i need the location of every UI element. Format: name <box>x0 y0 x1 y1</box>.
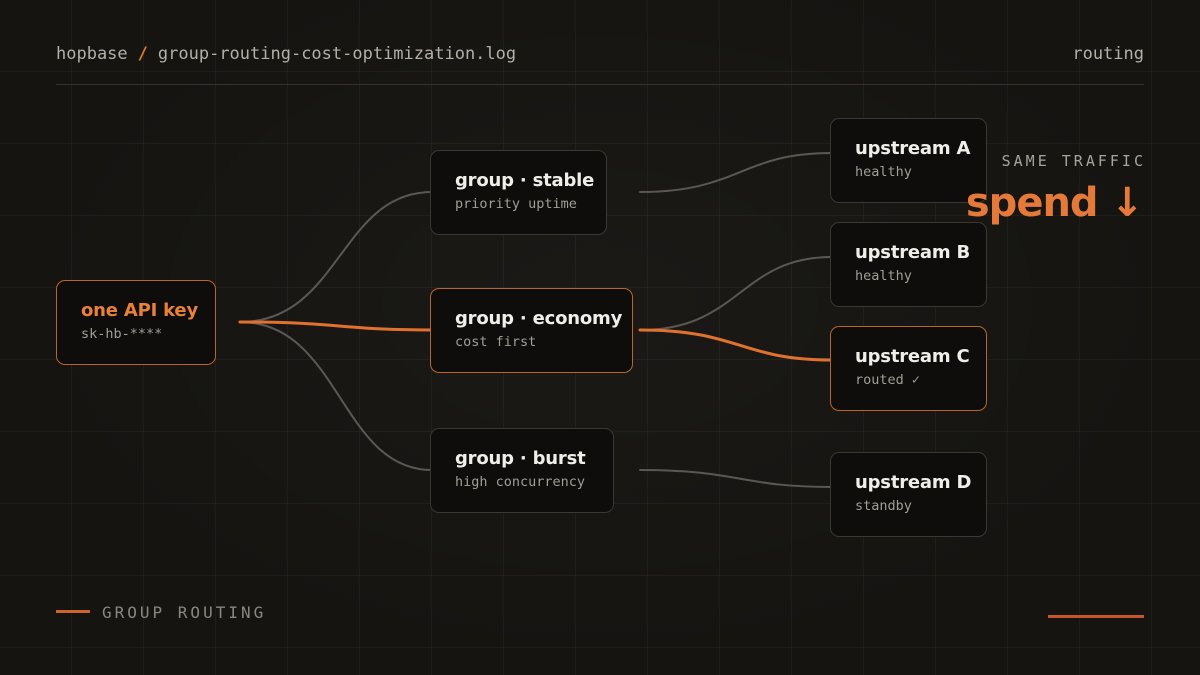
group-stable-subtitle: priority uptime <box>455 196 577 212</box>
upstream-d-title: upstream D <box>855 472 972 493</box>
group-stable-title: group · stable <box>455 170 595 191</box>
group-economy-node[interactable]: group · economy cost first <box>430 288 633 373</box>
savings-callout: SAME TRAFFIC spend ↓ <box>965 152 1146 226</box>
upstream-d-node[interactable]: upstream D standby <box>830 452 987 537</box>
callout-headline: spend ↓ <box>965 180 1144 226</box>
footer-tag: GROUP ROUTING <box>56 603 266 622</box>
upstream-c-node[interactable]: upstream C routed ✓ <box>830 326 987 411</box>
link-economy-upstream-b <box>639 256 833 331</box>
upstream-a-title: upstream A <box>855 138 971 159</box>
upstream-d-status: standby <box>855 498 912 514</box>
group-stable-node[interactable]: group · stable priority uptime <box>430 150 607 235</box>
footer-accent-dash <box>56 610 90 613</box>
group-economy-subtitle: cost first <box>455 334 537 350</box>
brand-name[interactable]: hopbase <box>56 44 128 64</box>
link-economy-upstream-c <box>638 328 834 362</box>
link-stable-upstream-a <box>639 152 833 193</box>
file-name[interactable]: group-routing-cost-optimization.log <box>157 44 517 64</box>
section-label: routing <box>1072 44 1144 64</box>
upstream-c-title: upstream C <box>855 346 970 367</box>
callout-label: SAME TRAFFIC <box>1001 152 1146 170</box>
group-burst-subtitle: high concurrency <box>455 474 586 490</box>
link-key-economy <box>238 320 434 332</box>
group-economy-title: group · economy <box>455 308 623 329</box>
footer-tag-label: GROUP ROUTING <box>102 603 267 622</box>
header-bar: hopbase / group-routing-cost-optimization.… <box>56 44 1144 68</box>
group-burst-node[interactable]: group · burst high concurrency <box>430 428 614 513</box>
group-burst-title: group · burst <box>455 448 586 469</box>
api-key-node[interactable]: one API key sk-hb-**** <box>56 280 216 365</box>
link-burst-upstream-d <box>639 469 833 488</box>
breadcrumb-separator: / <box>137 44 148 64</box>
breadcrumb: hopbase / group-routing-cost-optimization.… <box>56 44 516 64</box>
upstream-c-status: routed ✓ <box>855 372 921 388</box>
upstream-b-title: upstream B <box>855 242 970 263</box>
upstream-a-node[interactable]: upstream A healthy <box>830 118 987 203</box>
link-key-burst <box>239 321 433 471</box>
upstream-b-status: healthy <box>855 268 912 284</box>
upstream-a-status: healthy <box>855 164 912 180</box>
header-divider <box>56 84 1144 85</box>
footer-accent-bar <box>1048 615 1144 618</box>
api-key-value: sk-hb-**** <box>81 326 163 342</box>
upstream-b-node[interactable]: upstream B healthy <box>830 222 987 307</box>
link-key-stable <box>239 191 433 323</box>
api-key-title: one API key <box>81 300 198 321</box>
